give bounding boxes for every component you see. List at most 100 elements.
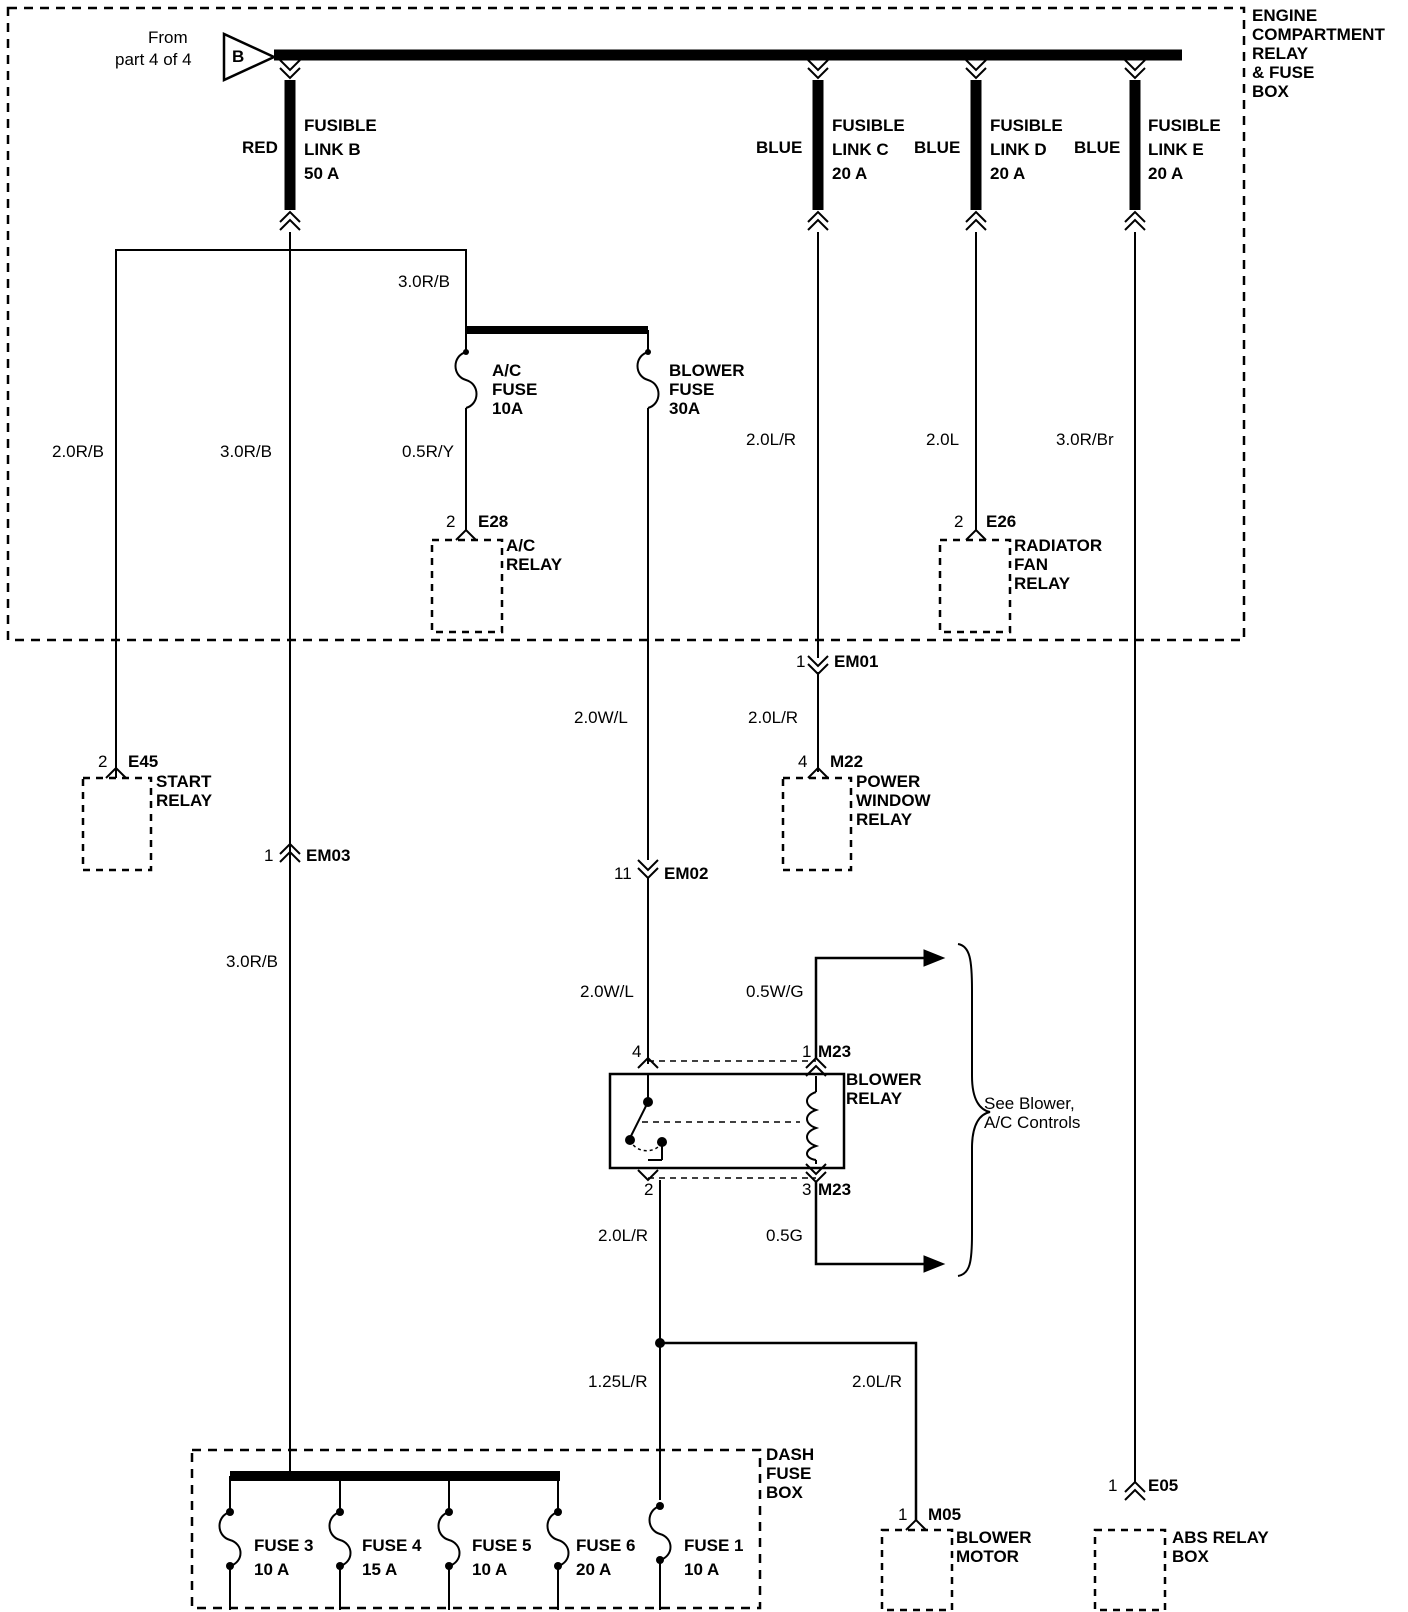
arrow-pin3 bbox=[923, 1255, 946, 1273]
fuse1-symbol bbox=[648, 1505, 672, 1561]
fuse3-symbol bbox=[218, 1511, 242, 1567]
fuse4-dot-bottom bbox=[336, 1562, 344, 1570]
start-relay-label: START RELAY bbox=[156, 772, 213, 810]
radiator-fan-relay-outline bbox=[938, 538, 1012, 634]
m22-pin: 4 bbox=[798, 752, 808, 771]
wire-code-to-motor: 2.0L/R bbox=[852, 1372, 903, 1391]
fuse6-symbol bbox=[546, 1511, 570, 1567]
m23-id-bottom: M23 bbox=[818, 1180, 852, 1199]
fusible-link-e-color: BLUE bbox=[1074, 138, 1121, 157]
fuse1-label: FUSE 1 10 A bbox=[684, 1536, 744, 1579]
fuse4-label: FUSE 4 15 A bbox=[362, 1536, 422, 1579]
connector-e45 bbox=[105, 766, 127, 779]
wire-code-em03-top: 3.0R/B bbox=[220, 442, 272, 461]
chevron-d-bottom bbox=[965, 210, 987, 231]
chevron-e-bottom bbox=[1124, 210, 1146, 231]
connector-e26 bbox=[965, 528, 987, 541]
fuse1-dot-top bbox=[656, 1502, 664, 1510]
connector-em03 bbox=[279, 842, 301, 863]
fusible-link-b-name: FUSIBLE LINK B 50 A bbox=[304, 116, 377, 183]
fusible-link-b-color: RED bbox=[242, 138, 278, 157]
wire-relay-pin1 bbox=[814, 956, 928, 1058]
connector-e05 bbox=[1124, 1480, 1146, 1501]
wire-code-em01-m22: 2.0L/R bbox=[748, 708, 799, 727]
relay-switch-arm bbox=[629, 1101, 649, 1139]
wire-code-blower-out: 2.0W/L bbox=[574, 708, 628, 727]
ac-relay-label: A/C RELAY bbox=[506, 536, 563, 574]
blower-motor-outline bbox=[880, 1528, 954, 1612]
em03-pin: 1 bbox=[264, 846, 274, 865]
controls-brace bbox=[957, 943, 991, 1277]
m23-pin2: 2 bbox=[644, 1180, 654, 1199]
see-controls-note: See Blower, A/C Controls bbox=[984, 1094, 1081, 1132]
relay-contact-dot-1 bbox=[643, 1097, 653, 1107]
em02-id: EM02 bbox=[664, 864, 709, 883]
ac-relay-outline bbox=[430, 538, 504, 634]
wire-code-junction: 3.0R/B bbox=[398, 272, 450, 291]
relay-pin2-connector bbox=[637, 1169, 659, 1182]
relay-coil bbox=[806, 1091, 820, 1161]
wire-code-relay-pin1: 0.5W/G bbox=[746, 982, 804, 1001]
fuse3-label: FUSE 3 10 A bbox=[254, 1536, 314, 1579]
connector-m05 bbox=[905, 1518, 927, 1531]
wire-code-link-e: 3.0R/Br bbox=[1056, 430, 1114, 449]
wire-code-link-c: 2.0L/R bbox=[746, 430, 797, 449]
fuse5-symbol bbox=[437, 1511, 461, 1567]
arrow-pin1 bbox=[923, 949, 946, 967]
m23-pin3: 3 bbox=[802, 1180, 812, 1199]
e05-pin: 1 bbox=[1108, 1476, 1118, 1495]
wire-relay-pin3 bbox=[814, 1182, 928, 1266]
wire-code-start: 2.0R/B bbox=[52, 442, 104, 461]
blower-motor-label: BLOWER MOTOR bbox=[956, 1528, 1032, 1566]
wire-code-link-d: 2.0L bbox=[926, 430, 960, 449]
fuse6-label: FUSE 6 20 A bbox=[576, 1536, 636, 1579]
fuse1-dot-bottom bbox=[656, 1556, 664, 1564]
em03-id: EM03 bbox=[306, 846, 351, 865]
dash-fuse-box-outline bbox=[190, 1448, 762, 1610]
m23-id-top: M23 bbox=[818, 1042, 852, 1061]
engine-box-title: ENGINE COMPARTMENT RELAY & FUSE BOX bbox=[1252, 6, 1385, 101]
fuse4-dot-top bbox=[336, 1508, 344, 1516]
e45-id: E45 bbox=[128, 752, 159, 771]
blower-fuse-dot bbox=[645, 349, 651, 355]
power-window-relay-label: POWER WINDOW RELAY bbox=[856, 772, 931, 829]
blower-fuse-symbol bbox=[636, 351, 660, 409]
fuse6-dot-bottom bbox=[554, 1562, 562, 1570]
e28-id: E28 bbox=[478, 512, 509, 531]
wire-start-relay bbox=[115, 249, 290, 778]
wire-code-ac-fuse: 0.5R/Y bbox=[402, 442, 454, 461]
m23-pin1: 1 bbox=[802, 1042, 812, 1061]
connector-m22 bbox=[807, 766, 829, 779]
source-part-label: part 4 of 4 bbox=[115, 50, 192, 69]
engine-compartment-box-outline bbox=[6, 6, 1246, 642]
fuse3-dot-top bbox=[226, 1508, 234, 1516]
chevron-c-bottom bbox=[807, 210, 829, 231]
blower-relay-body bbox=[608, 1072, 846, 1170]
chevron-b-top bbox=[279, 59, 301, 80]
connector-em01 bbox=[807, 655, 829, 676]
fuse4-symbol bbox=[328, 1511, 352, 1567]
dash-box-title: DASH FUSE BOX bbox=[766, 1445, 815, 1502]
fusible-link-c-name: FUSIBLE LINK C 20 A bbox=[832, 116, 905, 183]
wire-code-relay-pin3: 0.5G bbox=[766, 1226, 803, 1245]
fuse5-label: FUSE 5 10 A bbox=[472, 1536, 532, 1579]
e45-pin: 2 bbox=[98, 752, 108, 771]
m23-pin4: 4 bbox=[632, 1042, 642, 1061]
e05-id: E05 bbox=[1148, 1476, 1179, 1495]
chevron-e-top bbox=[1124, 59, 1146, 80]
e26-pin: 2 bbox=[954, 512, 964, 531]
ac-fuse-symbol bbox=[454, 351, 478, 409]
m05-id: M05 bbox=[928, 1505, 962, 1524]
abs-relay-box-outline bbox=[1093, 1528, 1167, 1612]
em01-pin: 1 bbox=[796, 652, 806, 671]
fusible-link-d-name: FUSIBLE LINK D 20 A bbox=[990, 116, 1063, 183]
em01-id: EM01 bbox=[834, 652, 879, 671]
radiator-fan-relay-label: RADIATOR FAN RELAY bbox=[1014, 536, 1103, 593]
relay-pin4-connector bbox=[637, 1056, 659, 1069]
fuse5-dot-bottom bbox=[445, 1562, 453, 1570]
source-from-label: From bbox=[148, 28, 188, 47]
abs-relay-box-label: ABS RELAY BOX bbox=[1172, 1528, 1269, 1566]
fusible-link-d-color: BLUE bbox=[914, 138, 961, 157]
source-connector-letter: B bbox=[232, 47, 245, 66]
